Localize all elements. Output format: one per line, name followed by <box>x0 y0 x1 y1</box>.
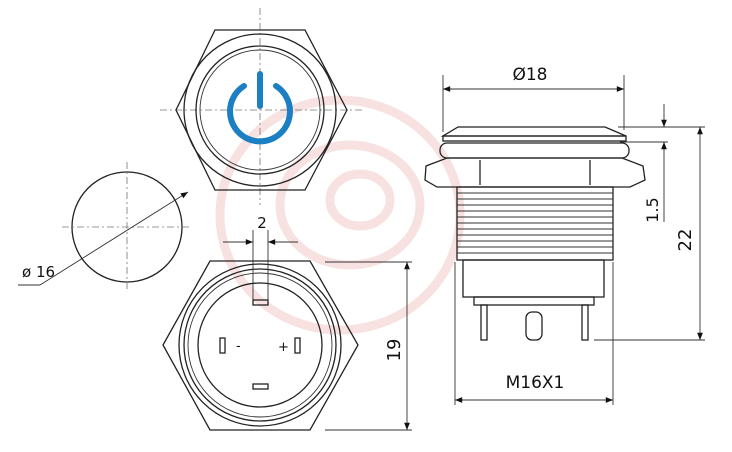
height-19-label: 19 <box>384 339 405 362</box>
thread-label: M16X1 <box>506 373 565 393</box>
panel-cutout-view: ø 16 <box>18 162 192 292</box>
top-hex-nut <box>175 29 348 191</box>
rear-hex-nut <box>162 260 359 431</box>
watermark-logo <box>215 95 465 335</box>
height-22-label: 22 <box>675 229 696 252</box>
plus-label: + <box>278 340 289 355</box>
diameter-18-label: Ø18 <box>512 65 547 85</box>
bezel-head <box>440 126 627 137</box>
height-1-5-label: 1.5 <box>643 197 662 222</box>
top-view <box>160 8 365 205</box>
side-view: Ø18 1.5 22 M16X1 <box>424 65 705 405</box>
power-symbol-icon <box>227 71 293 145</box>
thread <box>456 186 614 261</box>
pin-width-label: 2 <box>257 214 267 232</box>
terminal-center <box>525 311 543 341</box>
side-nut <box>424 157 646 188</box>
cutout-diameter-label: ø 16 <box>22 263 55 281</box>
terminal-pin <box>581 304 589 341</box>
terminal-pin <box>480 304 488 341</box>
rear-view: - + 2 19 <box>162 214 412 431</box>
minus-label: - <box>236 339 241 354</box>
